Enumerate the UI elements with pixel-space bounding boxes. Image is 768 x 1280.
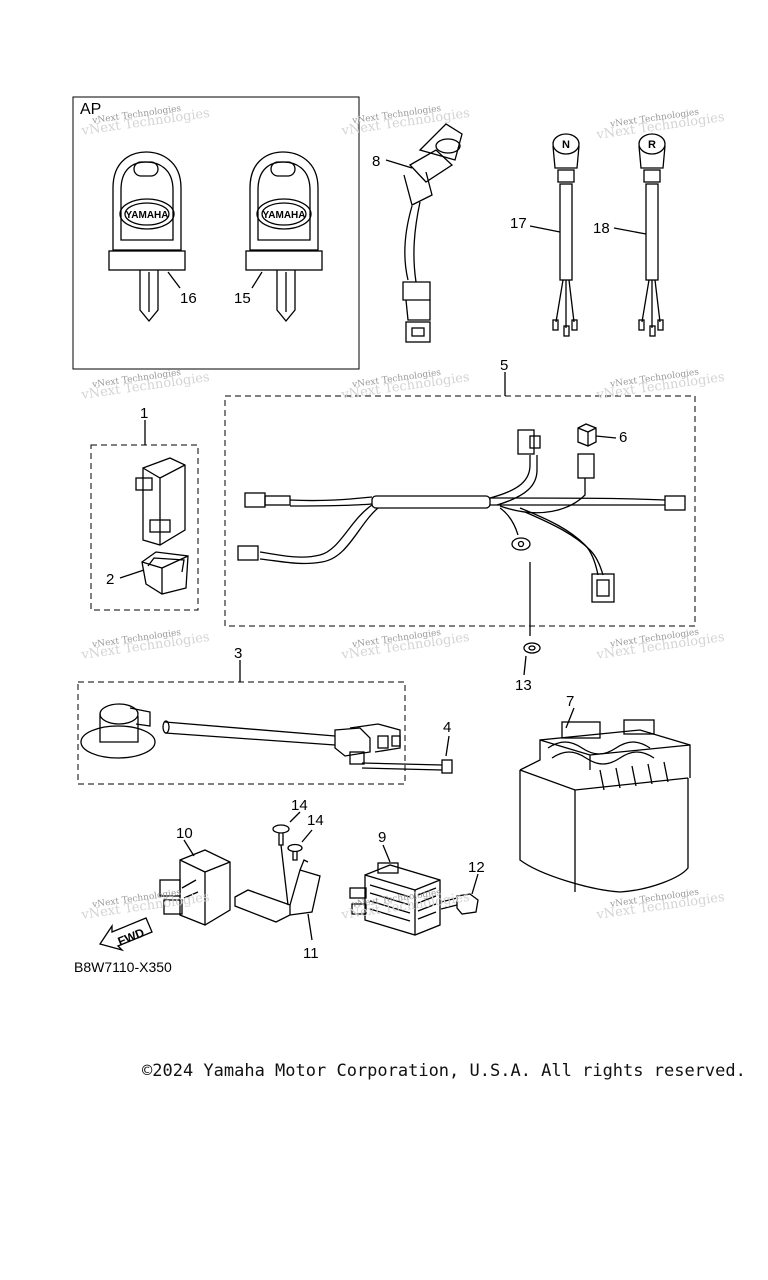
callout-4: 4 [443,719,451,736]
callout-5: 5 [500,357,508,374]
callout-1: 1 [140,405,148,422]
bolt-12 [440,893,479,915]
callout-15: 15 [234,290,251,307]
callout-6: 6 [619,429,627,446]
callout-9: 9 [378,829,386,846]
screw-14a [272,824,290,906]
neutral-light-17: N [552,133,580,337]
wire-harness-5 [237,429,686,603]
callout-7: 7 [566,693,574,710]
bolt-4 [361,759,453,774]
ignition-coil-3 [80,703,401,765]
copyright-notice: ©2024 Yamaha Motor Corporation, U.S.A. A… [142,1061,746,1081]
key-brand-16: YAMAHA [126,210,169,221]
key-16: YAMAHA [108,151,186,323]
ap-group-box [72,96,360,370]
fwd-arrow-icon: FWD [98,917,153,952]
callout-12: 12 [468,859,485,876]
callout-14a: 14 [291,797,308,814]
cdi-cap-2 [141,551,189,595]
battery-7 [519,719,691,893]
fuse-6 [577,423,597,447]
callout-14b: 14 [307,812,324,829]
regulator-9 [349,862,441,936]
callout-3: 3 [234,645,242,662]
reverse-light-18: R [638,133,666,337]
callout-11: 11 [303,945,319,962]
callout-18: 18 [593,220,610,237]
key-brand-15: YAMAHA [263,210,306,221]
callout-16: 16 [180,290,197,307]
parts-diagram: AP YAMAHA YAMAHA [72,96,726,975]
callout-10: 10 [176,825,193,842]
ap-group-label: AP [80,101,101,118]
reverse-symbol: R [648,139,656,151]
washer-13 [523,642,541,654]
drawing-code: B8W7110-X350 [74,959,172,975]
callout-13: 13 [515,677,532,694]
callout-2: 2 [106,571,114,588]
main-switch-8 [402,123,463,343]
screw-14b [287,843,303,861]
cdi-unit-1 [135,457,186,546]
wire-harness-box [224,395,696,627]
key-15: YAMAHA [245,151,323,323]
bracket-11 [234,859,321,923]
callout-8: 8 [372,153,380,170]
ignition-coil-box [77,681,406,785]
relay-10 [159,849,231,926]
neutral-symbol: N [562,139,570,151]
callout-17: 17 [510,215,527,232]
